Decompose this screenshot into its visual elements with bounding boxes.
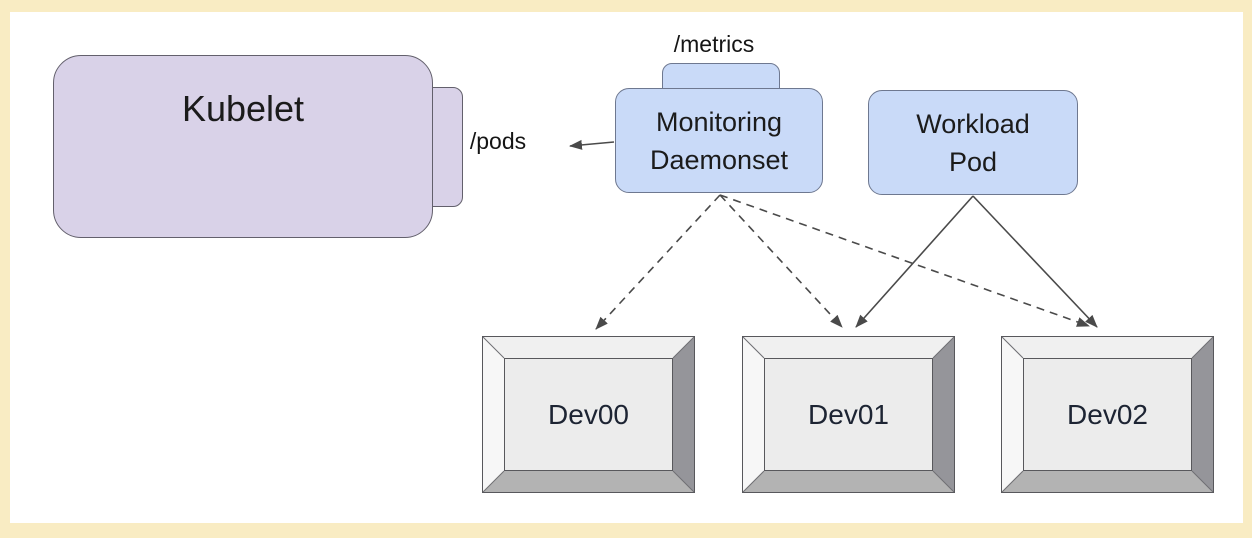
workload-pod-node: Workload Pod [868, 90, 1078, 195]
monitoring-daemonset-label-line1: Monitoring [655, 106, 783, 137]
metrics-endpoint-label: /metrics [673, 31, 755, 57]
device-node-dev01: Dev01 [742, 336, 955, 493]
device-node-dev02: Dev02 [1001, 336, 1214, 493]
monitoring-daemonset-node: Monitoring Daemonset [615, 88, 823, 193]
device-label-dev00: Dev00 [504, 358, 673, 471]
kubelet-node: Kubelet [53, 55, 433, 238]
device-node-dev00: Dev00 [482, 336, 695, 493]
kubelet-label: Kubelet [181, 88, 305, 129]
pods-endpoint-label: /pods [469, 128, 527, 154]
monitoring-daemonset-label-line2: Daemonset [649, 144, 789, 175]
workload-pod-label-line2: Pod [948, 146, 998, 177]
workload-pod-label-line1: Workload [916, 108, 1030, 139]
device-label-dev01: Dev01 [764, 358, 933, 471]
device-label-dev02: Dev02 [1023, 358, 1192, 471]
